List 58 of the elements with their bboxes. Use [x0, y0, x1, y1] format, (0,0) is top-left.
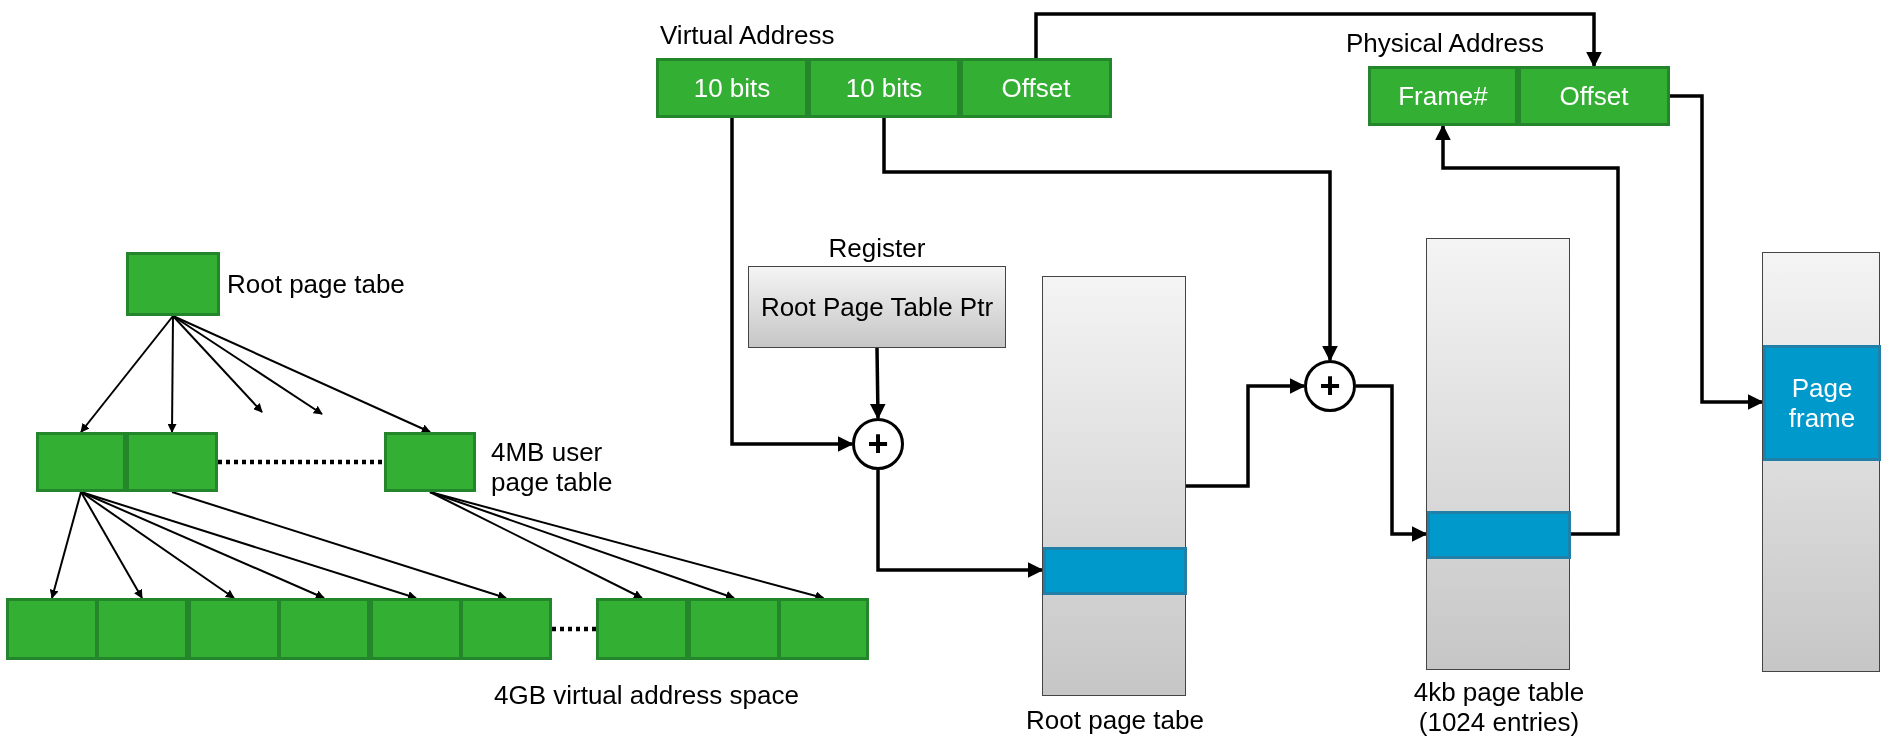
tree-node-box: [6, 598, 98, 660]
arrow: [80, 315, 174, 433]
arrow: [1186, 378, 1306, 488]
caption-text: Root page tabe: [1025, 705, 1205, 735]
caption-text: 4kb page table (1024 entries): [1412, 677, 1586, 737]
node-label: Page frame: [1787, 373, 1857, 433]
node-label: Root Page Table Ptr: [760, 292, 994, 322]
plus-sign: +: [867, 426, 889, 462]
caption-text: Virtual Address: [660, 20, 835, 50]
address-field: [1368, 66, 1518, 126]
table-entry: [1043, 547, 1187, 595]
table-entry: [1427, 511, 1571, 559]
memory-column: [1762, 252, 1880, 672]
tree-node-box: [126, 432, 218, 492]
address-field: [1518, 66, 1670, 126]
caption-text: 4MB user page table: [491, 437, 614, 497]
arrow: [869, 347, 886, 420]
tree-node-box: [96, 598, 188, 660]
caption-text: Root page tabe: [227, 269, 406, 299]
arrow: [167, 315, 177, 433]
address-field: [808, 58, 960, 118]
caption-text: Physical Address: [1346, 28, 1544, 58]
arrow: [882, 118, 1338, 362]
arrow: [876, 470, 1044, 578]
arrow: [1356, 384, 1428, 542]
arrow: [171, 491, 507, 600]
tree-node-box: [278, 598, 370, 660]
arrow: [80, 491, 143, 599]
arrow: [1435, 124, 1620, 536]
node-label: 10 bits: [693, 73, 771, 103]
node-label: Offset: [1559, 81, 1629, 111]
register-heading: Register: [827, 233, 927, 263]
arrow: [1034, 12, 1602, 68]
tree-node-box: [370, 598, 462, 660]
arrow: [49, 491, 82, 599]
node-label: 10 bits: [845, 73, 923, 103]
dotted-line: [218, 459, 384, 465]
arrow: [1670, 94, 1764, 410]
tree-node-box: [460, 598, 552, 660]
tree-node-box: [688, 598, 780, 660]
arrow: [80, 491, 235, 599]
page-frame-box: [1763, 345, 1881, 461]
tree-node-box: [596, 598, 688, 660]
tree-node-box: [36, 432, 126, 492]
plus-sign: +: [1319, 368, 1341, 404]
adder-circle: [1304, 360, 1356, 412]
caption-text: 4GB virtual address space: [494, 680, 799, 710]
arrow: [429, 491, 735, 600]
adder-circle: [852, 418, 904, 470]
node-label: Frame#: [1398, 81, 1488, 111]
node-label: Offset: [1001, 73, 1071, 103]
tree-node-box: [778, 598, 869, 660]
tree-node-box: [188, 598, 280, 660]
address-field: [960, 58, 1112, 118]
dotted-line: [552, 626, 596, 632]
address-field: [656, 58, 808, 118]
arrow: [730, 118, 854, 452]
arrow: [172, 315, 263, 413]
